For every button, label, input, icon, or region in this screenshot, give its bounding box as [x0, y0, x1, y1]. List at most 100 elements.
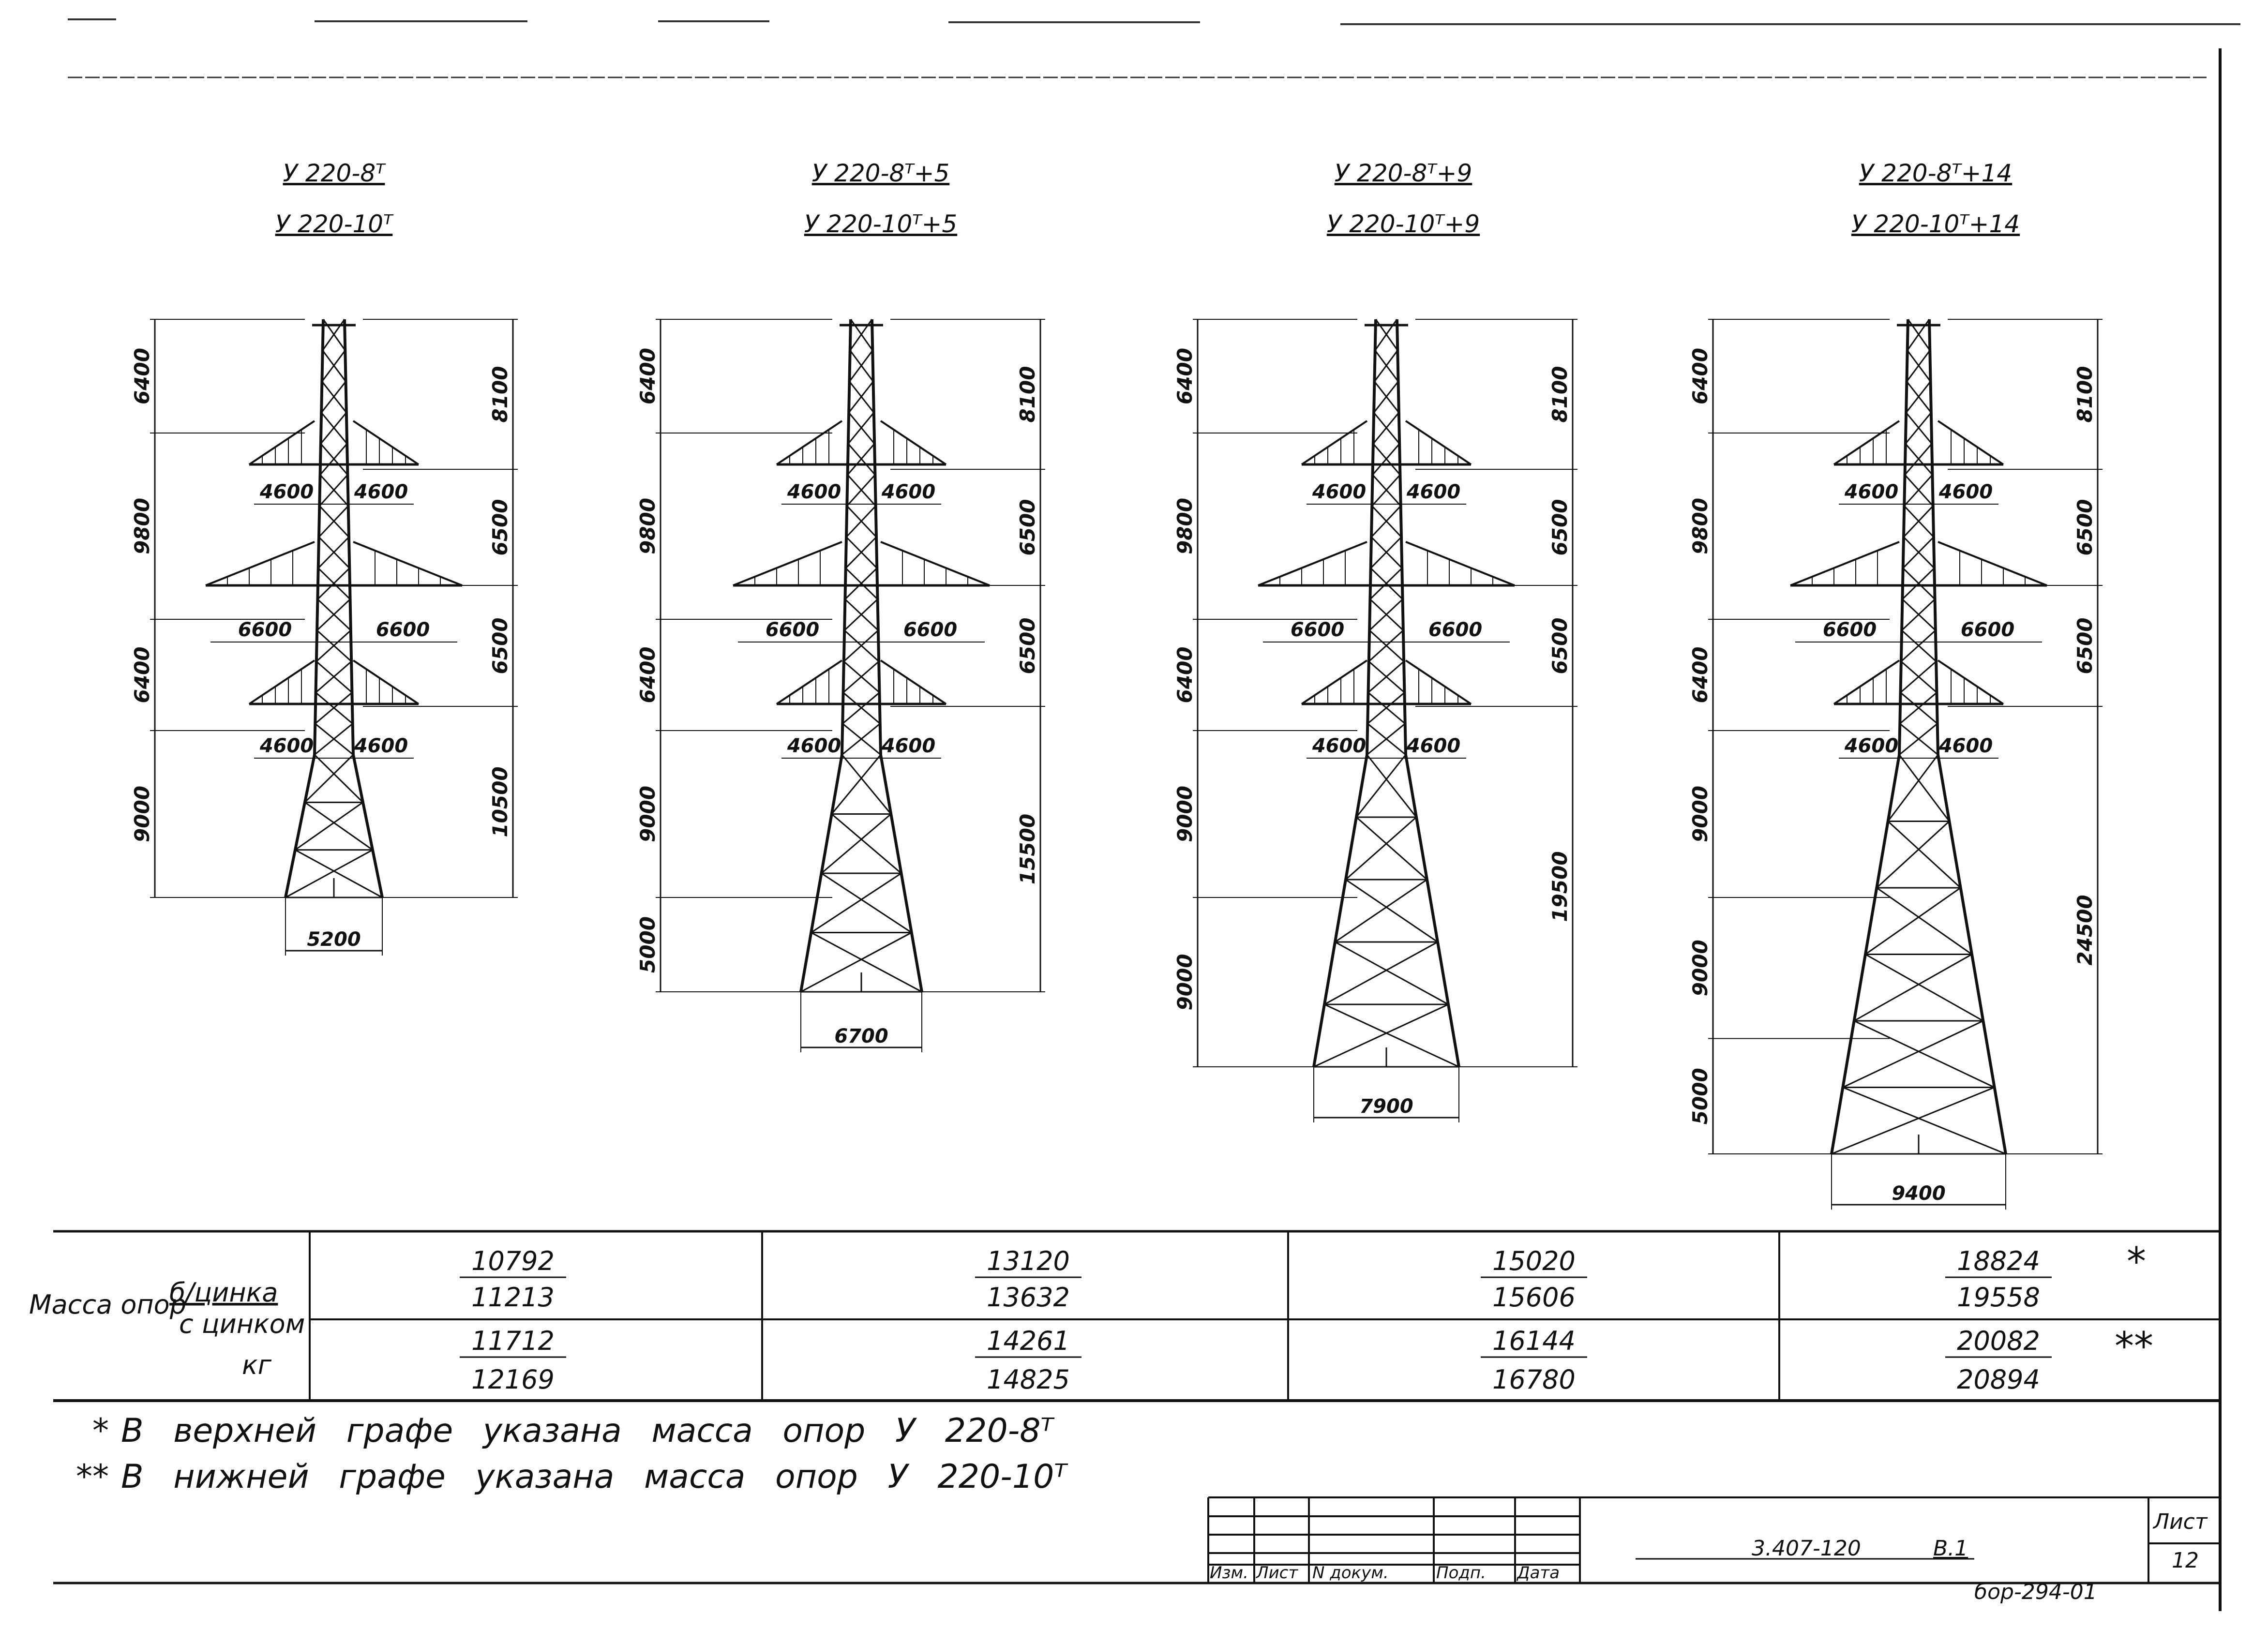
- left-dim-value: 9000: [130, 786, 154, 842]
- tower-brace: [1368, 629, 1404, 662]
- tower-brace: [1370, 505, 1401, 538]
- left-dim-value: 6400: [636, 348, 660, 404]
- left-dim-value: 6400: [1173, 348, 1197, 404]
- right-dim-value: 6500: [488, 499, 512, 556]
- tower-title-bottom: У 220-10ᵀ: [275, 210, 394, 238]
- right-dim-value: 6500: [2073, 499, 2097, 556]
- left-dim-value: 9000: [636, 786, 660, 842]
- tower-brace: [841, 723, 881, 756]
- left-dim-value: 9000: [1173, 786, 1197, 842]
- arm-dim-left: 4600: [259, 481, 314, 503]
- tower-brace: [1324, 941, 1438, 1005]
- arm-dim-right: 6600: [1428, 619, 1482, 641]
- base-width-dimension: 6700: [800, 992, 922, 1052]
- tower-brace: [1902, 536, 1935, 569]
- left-dim-value: 9800: [130, 498, 154, 554]
- tower-title-top: У 220-8ᵀ+9: [1335, 159, 1472, 187]
- arm-dim-left: 4600: [1312, 735, 1366, 757]
- mark-double-star: **: [2115, 1324, 2153, 1369]
- tower-brace: [1335, 879, 1427, 943]
- tower-brace: [1367, 661, 1405, 693]
- right-dim-value: 6500: [1548, 499, 1572, 556]
- tower-brace: [1854, 1020, 1995, 1088]
- arm-dim-right: 4600: [1938, 481, 1993, 503]
- tower-brace: [317, 536, 350, 569]
- tower-brace: [1904, 474, 1933, 507]
- tower-brace: [1902, 568, 1935, 600]
- tower-brace: [322, 319, 345, 351]
- tower-3: У 220-8ᵀ+9 У 220-10ᵀ+9 4600 4600 6600 6600 460…: [1173, 159, 1577, 1122]
- left-dim-value: 9800: [1173, 498, 1197, 554]
- tower-brace: [1842, 1020, 1983, 1088]
- tower-brace: [1335, 941, 1449, 1005]
- tower-brace: [316, 598, 351, 631]
- tower-brace: [1903, 505, 1934, 538]
- tower-brace: [845, 505, 876, 538]
- crossarm-top: [1790, 541, 1900, 586]
- tower-brace: [1374, 319, 1398, 351]
- crossarm-top: [353, 541, 463, 586]
- note-1-text: В верхней графе указана масса опор У 220…: [121, 1412, 1055, 1450]
- crossarm-top: [352, 659, 420, 705]
- left-dim-value: 6400: [1688, 348, 1712, 404]
- mass-label-unit: кг: [242, 1350, 272, 1380]
- tower-brace: [1355, 754, 1407, 818]
- mass-value-top: 16144: [1492, 1326, 1576, 1356]
- arm-dim-right: 4600: [1406, 481, 1460, 503]
- crossarm-top: [248, 659, 315, 705]
- tower-brace: [1831, 1087, 1995, 1155]
- tower-brace: [1887, 821, 1961, 889]
- col-label-list: Лист: [1255, 1563, 1298, 1583]
- crossarm-lower: 4600 4600: [776, 659, 947, 759]
- tower-brace: [315, 692, 353, 724]
- tower-brace: [821, 872, 912, 933]
- mass-value-top: 11712: [471, 1326, 555, 1356]
- base-width-dimension: 9400: [1831, 1154, 2006, 1210]
- tower-brace: [844, 568, 878, 600]
- tower-title-top: У 220-8ᵀ: [283, 159, 387, 187]
- arm-dim-left: 6600: [766, 619, 819, 641]
- tower-brace: [1367, 692, 1405, 724]
- arm-dim-left: 4600: [1312, 481, 1366, 503]
- title-block-grid: [1207, 1496, 2220, 1583]
- note-1-mark: *: [92, 1412, 109, 1450]
- arm-dim-left: 6600: [238, 619, 292, 641]
- right-dim-value: 6500: [2073, 618, 2097, 674]
- base-width-dimension: 5200: [285, 897, 383, 956]
- tower-title-bottom: У 220-10ᵀ+9: [1327, 210, 1480, 238]
- mass-value-bottom: 19558: [1957, 1282, 2040, 1313]
- arm-dim-left: 6600: [1291, 619, 1344, 641]
- tower-brace: [1370, 536, 1402, 569]
- tower-brace: [1372, 443, 1400, 476]
- tower-leg: [352, 754, 384, 898]
- right-dim-value: 6500: [1548, 618, 1572, 674]
- arm-dim-right: 4600: [881, 735, 935, 757]
- right-dim-value: 6500: [1016, 618, 1039, 674]
- right-dim-value: 10500: [488, 766, 512, 837]
- tower-brace: [319, 474, 348, 507]
- mass-label-bzinc: б/цинка: [169, 1277, 278, 1308]
- tower-leg: [1312, 754, 1368, 1067]
- tower-brace: [1876, 821, 1950, 889]
- tower-brace: [842, 661, 880, 693]
- right-dim-value: 19500: [1548, 851, 1572, 922]
- tower-brace: [317, 568, 350, 600]
- crossarm-top: [1937, 420, 2004, 465]
- sheet-number: 12: [2172, 1548, 2199, 1573]
- tower-brace: [847, 412, 875, 445]
- arm-dim-left: 4600: [787, 735, 841, 757]
- crossarm-upper: 4600 4600: [1301, 420, 1472, 505]
- tower-brace: [1898, 754, 1950, 822]
